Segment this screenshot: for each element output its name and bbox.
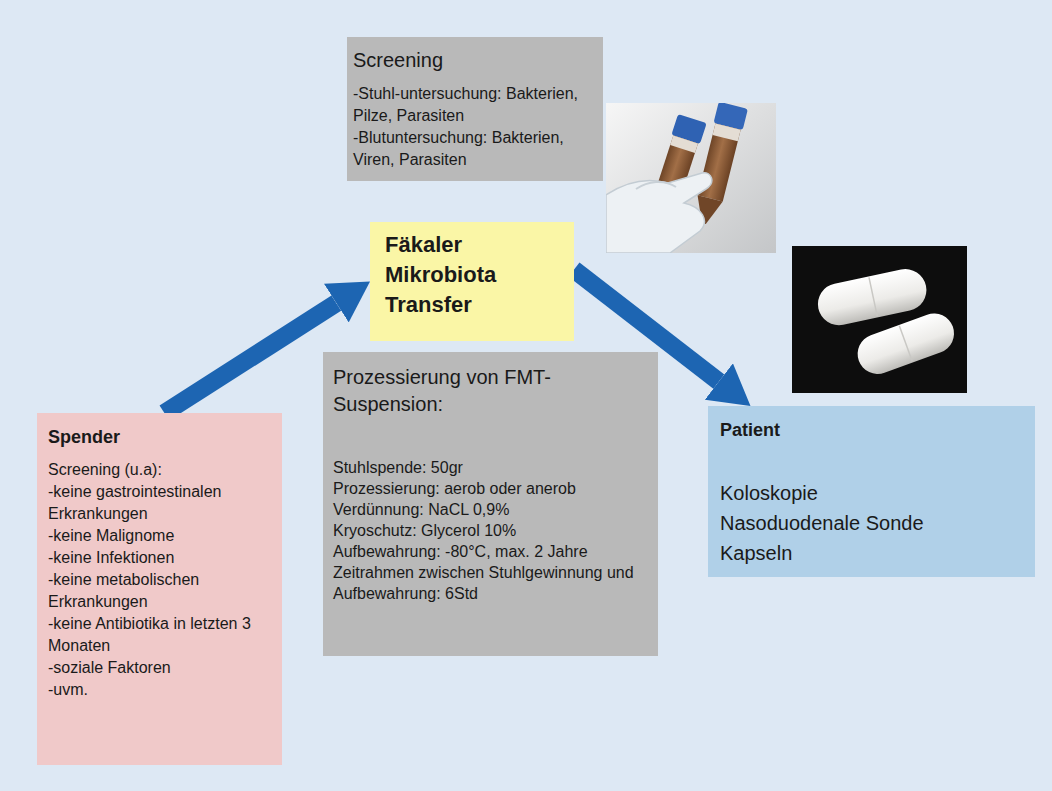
box-text: -keine Infektionen xyxy=(48,547,274,569)
box-text: Aufbewahrung: -80°C, max. 2 Jahre xyxy=(333,541,648,562)
box-heading: Spender xyxy=(48,425,274,449)
box-text: -keine Malignome xyxy=(48,525,274,547)
capsule-shell xyxy=(814,265,930,329)
capsule-shell xyxy=(852,308,960,380)
box-text: -Stuhl-untersuchung: Bakterien, Pilze, P… xyxy=(353,83,597,127)
box-text: Screening (u.a): xyxy=(48,459,274,481)
box-text: Nasoduodenale Sonde xyxy=(720,508,1025,538)
photo-ground xyxy=(792,246,967,393)
box-text: Kapseln xyxy=(720,538,1025,568)
processing-box: Prozessierung von FMT-Suspension: Stuhlsp… xyxy=(323,352,658,656)
capsule xyxy=(814,265,930,329)
tube-clear-part xyxy=(670,136,698,154)
gloved-hand xyxy=(606,173,712,253)
photo-ground xyxy=(606,103,776,253)
box-heading: Fäkaler Mikrobiota Transfer xyxy=(385,230,564,320)
capsules-photo xyxy=(792,246,967,393)
stool-tubes-photo xyxy=(606,103,776,253)
box-text: -soziale Faktoren xyxy=(48,657,274,679)
glove-finger-line xyxy=(636,182,676,189)
box-heading: Patient xyxy=(720,418,1025,442)
capsule-seam xyxy=(899,326,912,362)
box-text: -keine Antibiotika in letzten 3 Monaten xyxy=(48,613,274,657)
box-text: -keine gastrointestinalen Erkrankungen xyxy=(48,481,274,525)
patient-box: PatientKoloskopieNasoduodenale SondeKaps… xyxy=(708,406,1035,577)
box-heading: Screening xyxy=(353,47,597,73)
box-text: -Blutuntersuchung: Bakterien, Viren, Par… xyxy=(353,127,597,171)
box-text: -uvm. xyxy=(48,679,274,701)
box-text: Prozessierung: aerob oder anerob xyxy=(333,478,648,499)
box-text: Zeitrahmen zwischen Stuhlgewinnung und A… xyxy=(333,562,648,604)
capsule-seam xyxy=(869,277,877,316)
tube-clear-part xyxy=(713,123,741,141)
screening-box: Screening -Stuhl-untersuchung: Bakterien,… xyxy=(347,37,603,181)
capsule xyxy=(852,308,960,380)
donor-box: SpenderScreening (u.a):-keine gastrointe… xyxy=(37,413,282,765)
box-heading: Prozessierung von FMT-Suspension: xyxy=(333,364,648,418)
block-arrow xyxy=(164,303,336,413)
box-text: Stuhlspende: 50gr xyxy=(333,457,648,478)
box-text: Verdünnung: NaCL 0,9% xyxy=(333,499,648,520)
box-text: Kryoschutz: Glycerol 10% xyxy=(333,520,648,541)
box-text: -keine metabolischen Erkrankungen xyxy=(48,569,274,613)
box-text: Koloskopie xyxy=(720,478,1025,508)
central-box: Fäkaler Mikrobiota Transfer xyxy=(370,222,574,341)
